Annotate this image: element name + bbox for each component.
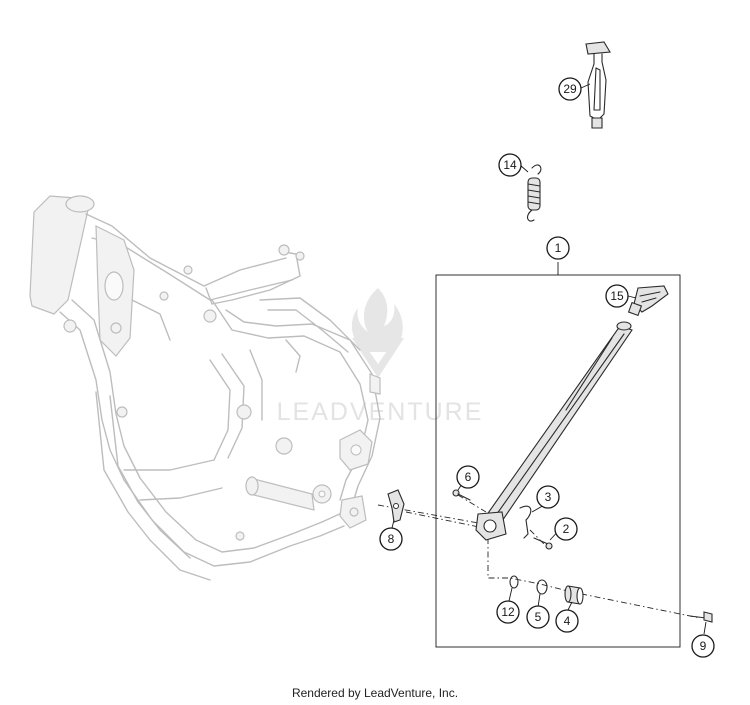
part-9-bolt <box>689 611 713 623</box>
part-5-washer <box>536 579 548 595</box>
callout-14[interactable]: 14 <box>498 153 522 177</box>
svg-text:4: 4 <box>564 614 571 628</box>
part-3-hook <box>519 505 532 539</box>
svg-text:1: 1 <box>555 241 562 255</box>
footer-credit: Rendered by LeadVenture, Inc. <box>291 686 459 700</box>
callout-12[interactable]: 12 <box>496 600 520 624</box>
frame-illustration <box>29 195 381 581</box>
watermark: LEADVENTURE <box>277 288 484 426</box>
svg-text:12: 12 <box>501 605 515 619</box>
assembly-group-box <box>435 262 681 648</box>
svg-text:3: 3 <box>545 490 552 504</box>
callout-6[interactable]: 6 <box>456 465 480 489</box>
watermark-flame-icon <box>351 288 403 352</box>
svg-text:9: 9 <box>700 639 707 653</box>
callouts: 29 14 1 15 6 3 2 8 12 5 4 <box>379 77 715 658</box>
svg-text:15: 15 <box>610 289 624 303</box>
svg-text:14: 14 <box>503 158 517 172</box>
part-2-bolt <box>533 537 553 550</box>
frame-steering-head <box>29 195 89 315</box>
parts <box>387 41 713 623</box>
part-29-tool <box>585 41 611 129</box>
callout-3[interactable]: 3 <box>536 485 560 509</box>
frame-head-top <box>65 195 95 213</box>
part-8-bracket <box>387 489 405 523</box>
part-15-foot-pad <box>627 285 669 317</box>
leaders <box>391 83 707 635</box>
callout-4[interactable]: 4 <box>555 609 579 633</box>
callout-5[interactable]: 5 <box>526 605 550 629</box>
part-14-spring <box>526 164 542 222</box>
frame-top-tube <box>85 213 287 287</box>
svg-text:8: 8 <box>388 532 395 546</box>
part-1-side-stand <box>475 321 633 541</box>
callout-29[interactable]: 29 <box>558 77 582 101</box>
svg-text:5: 5 <box>535 610 542 624</box>
part-12-washer <box>509 575 519 589</box>
callout-1[interactable]: 1 <box>546 236 570 260</box>
callout-2[interactable]: 2 <box>554 517 578 541</box>
svg-text:2: 2 <box>563 522 570 536</box>
callout-8[interactable]: 8 <box>379 527 403 551</box>
part-4-bushing <box>564 585 584 605</box>
svg-text:6: 6 <box>465 470 472 484</box>
watermark-text: LEADVENTURE <box>277 398 484 426</box>
part-6-screw <box>452 489 471 501</box>
callout-15[interactable]: 15 <box>605 284 629 308</box>
callout-9[interactable]: 9 <box>691 634 715 658</box>
watermark-chevron-icon <box>352 338 404 378</box>
svg-text:29: 29 <box>563 82 577 96</box>
